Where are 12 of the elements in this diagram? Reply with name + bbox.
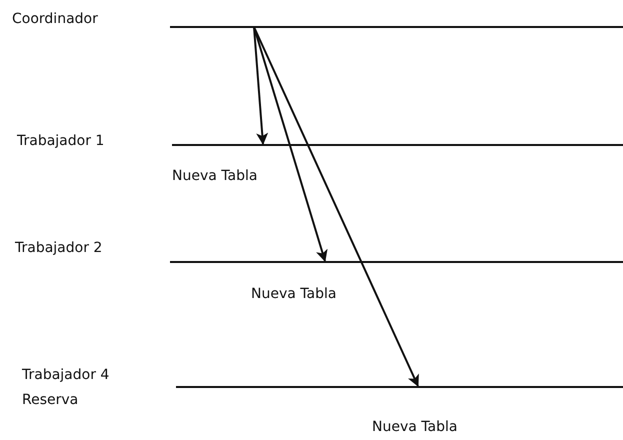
arrow <box>253 26 268 145</box>
participant-label: Trabajador 4 <box>22 367 110 383</box>
lifeline <box>176 386 623 388</box>
participant-label: Trabajador 2 <box>15 240 102 256</box>
lifeline <box>172 144 623 146</box>
arrow <box>253 26 419 387</box>
lifeline <box>170 261 623 263</box>
participant-label: Coordinador <box>12 11 98 27</box>
participant-label: Reserva <box>22 392 78 408</box>
arrow <box>253 26 328 262</box>
participant-label: Trabajador 1 <box>17 133 104 149</box>
lifeline <box>170 26 623 28</box>
